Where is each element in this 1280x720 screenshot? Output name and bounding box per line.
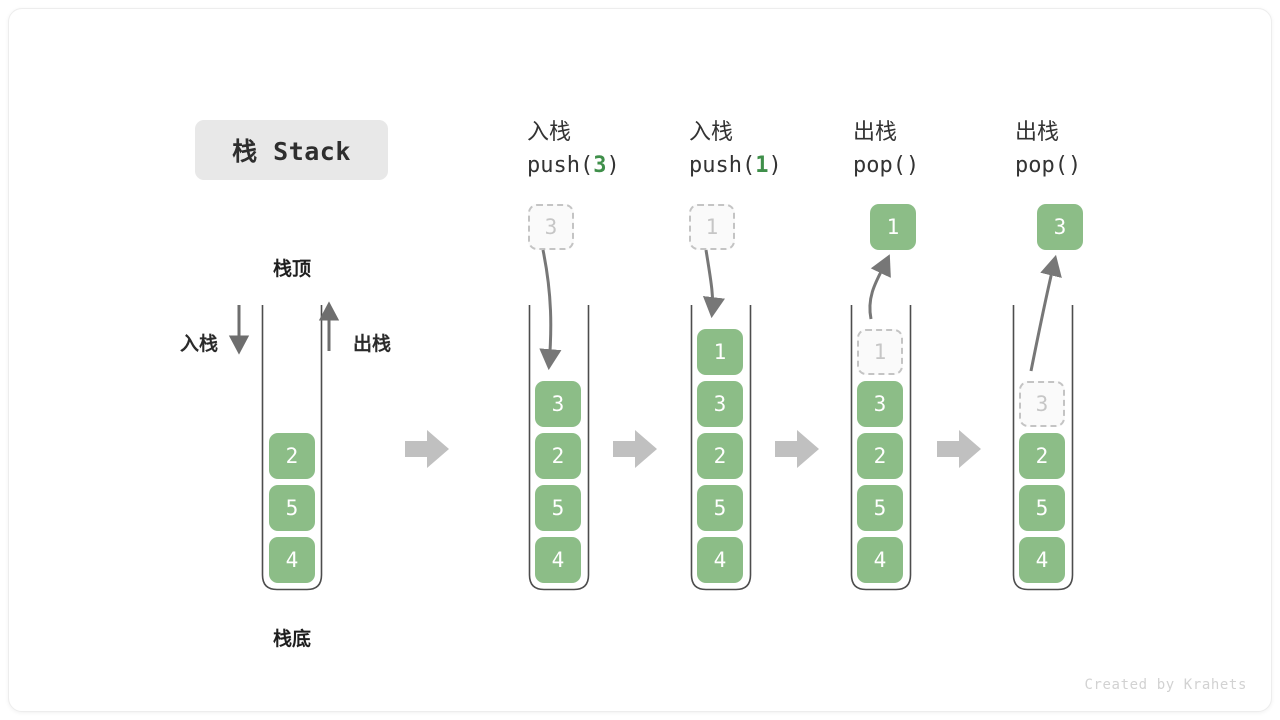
stack-element: 2 — [1019, 433, 1065, 479]
watermark: Created by Krahets — [1084, 677, 1247, 693]
stack-element: 5 — [1019, 485, 1065, 531]
stack-element: 2 — [697, 433, 743, 479]
flow-arrow-3 — [775, 430, 819, 468]
pop-direction-label: 出栈 — [353, 334, 392, 355]
stack-element-ghost: 3 — [1019, 381, 1065, 427]
title-badge: 栈 Stack — [195, 120, 388, 180]
popped-element-3: 1 — [870, 204, 916, 250]
stack-element: 5 — [269, 485, 315, 531]
step-op-code-2: push(1) — [689, 153, 782, 178]
step-header-1: 入栈 push(3) — [527, 115, 727, 183]
step-op-code-4: pop() — [1015, 153, 1082, 178]
flow-arrow-4 — [937, 430, 981, 468]
step-op-cn-4: 出栈 — [1015, 119, 1060, 144]
stack-element: 2 — [535, 433, 581, 479]
step-header-2: 入栈 push(1) — [689, 115, 889, 183]
pending-element-2: 1 — [689, 204, 735, 250]
stack-element: 5 — [857, 485, 903, 531]
step-op-code-3: pop() — [853, 153, 920, 178]
step-op-cn-3: 出栈 — [853, 119, 898, 144]
pending-element-1: 3 — [528, 204, 574, 250]
stack-bottom-label: 栈底 — [272, 629, 311, 650]
flow-arrow-1 — [405, 430, 449, 468]
stack-element-ghost: 1 — [857, 329, 903, 375]
stack-element: 5 — [697, 485, 743, 531]
stack-element: 3 — [535, 381, 581, 427]
popped-element-4: 3 — [1037, 204, 1083, 250]
stack-container-initial — [261, 305, 323, 591]
stack-element: 3 — [697, 381, 743, 427]
stack-top-label: 栈顶 — [272, 259, 311, 280]
stack-container-1 — [528, 305, 590, 591]
stack-element: 4 — [697, 537, 743, 583]
stack-element: 2 — [857, 433, 903, 479]
flow-arrow-2 — [613, 430, 657, 468]
step-header-3: 出栈 pop() — [853, 115, 1053, 183]
stack-container-2 — [690, 305, 752, 591]
stack-element: 4 — [535, 537, 581, 583]
step-header-4: 出栈 pop() — [1015, 115, 1215, 183]
stack-element: 4 — [269, 537, 315, 583]
step-op-code-1: push(3) — [527, 153, 620, 178]
stack-container-4 — [1012, 305, 1074, 591]
stack-container-3 — [850, 305, 912, 591]
stack-element: 2 — [269, 433, 315, 479]
stack-element: 4 — [857, 537, 903, 583]
stack-element: 1 — [697, 329, 743, 375]
push-direction-label: 入栈 — [180, 334, 219, 355]
page-title: 栈 Stack — [232, 137, 351, 166]
stack-element: 5 — [535, 485, 581, 531]
stack-element: 3 — [857, 381, 903, 427]
step-op-cn-2: 入栈 — [689, 119, 734, 144]
step-op-cn-1: 入栈 — [527, 119, 572, 144]
stack-element: 4 — [1019, 537, 1065, 583]
diagram-card: 栈 Stack 栈顶 入栈 出栈 2 5 4 栈底 入栈 push(3) 3 3… — [8, 8, 1272, 712]
